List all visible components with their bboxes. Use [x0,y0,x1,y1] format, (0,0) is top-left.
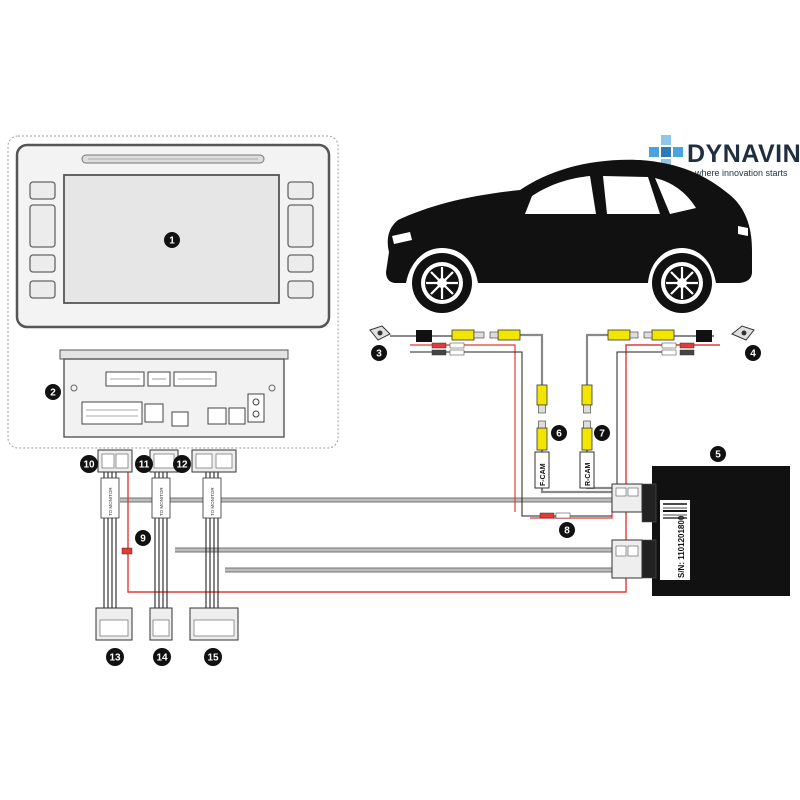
callout-1-marker [164,232,180,248]
callout-3-marker [371,345,387,361]
callout-8-marker [559,522,575,538]
brand-name: DYNAVIN [687,140,800,168]
callout-7-marker [594,425,610,441]
callout-12: 12 [176,460,188,471]
callout-10: 10 [83,460,95,471]
callout-13-marker [106,648,124,666]
callout-9: 9 [140,534,146,545]
interface-module: S/N: 1101201800 [641,466,790,596]
callout-1: 1 [169,236,175,247]
callout-2-marker [45,384,61,400]
harness-bottom-connectors [95,607,239,641]
callout-14: 14 [156,653,168,664]
power-plugs [121,330,712,555]
callout-6-marker [551,425,567,441]
callout-11-marker [135,455,153,473]
callout-15-marker [204,648,222,666]
callout-13: 13 [109,653,121,664]
callout-3: 3 [376,349,382,360]
rear-camera-icon [731,325,755,341]
callout-12-marker [173,455,191,473]
callout-6: 6 [556,429,562,440]
barcode [663,503,687,519]
module-serial: S/N: 1101201800 [677,515,686,578]
callout-7: 7 [599,429,605,440]
front-camera-icon [369,325,391,341]
head-unit-frame [7,135,339,449]
fcam-tag: F-CAM [534,451,550,489]
rcam-label: R-CAM [585,463,592,486]
to-monitor-sleeves: TO MONITOR TO MONITOR TO MONITOR [100,477,222,519]
callout-9-marker [135,530,151,546]
brand-logo: DYNAVIN where innovation starts [649,135,800,178]
to-monitor-label-1: TO MONITOR [108,487,113,516]
callout-15: 15 [207,653,219,664]
to-monitor-label-2: TO MONITOR [159,487,164,516]
rcam-tag: R-CAM [579,451,595,489]
callout-4: 4 [750,349,756,360]
callout-4-marker [745,345,761,361]
callout-5: 5 [715,450,721,461]
brand-tagline: where innovation starts [694,168,788,178]
callout-11: 11 [139,460,150,471]
callout-5-marker [710,446,726,462]
fcam-label: F-CAM [540,463,547,486]
rca-connectors [451,329,675,451]
callout-10-marker [80,455,98,473]
radio-chassis [59,349,289,438]
callout-2: 2 [50,388,56,399]
callout-14-marker [153,648,171,666]
module-plugs [611,483,643,579]
to-monitor-label-3: TO MONITOR [210,487,215,516]
car-silhouette [386,159,752,313]
callout-8: 8 [564,526,570,537]
harness-top-connectors [97,449,237,473]
